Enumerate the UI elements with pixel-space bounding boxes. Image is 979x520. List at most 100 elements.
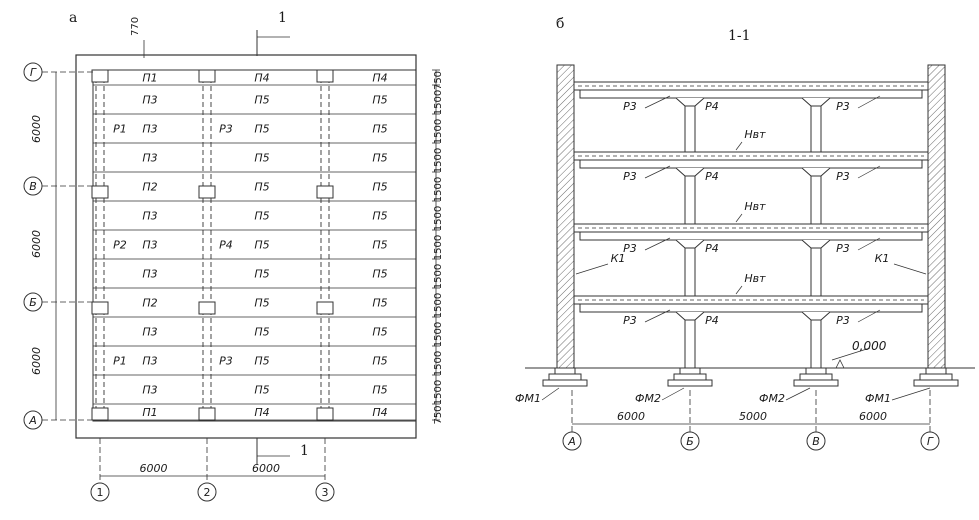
dim-770: 770 [130, 17, 141, 36]
elevation-mark: 0,000 [852, 339, 887, 353]
slab-label: П5 [372, 210, 387, 223]
dim-text: 1500 [433, 380, 444, 405]
foundation-neck [925, 367, 947, 375]
slab-label: П3 [142, 268, 157, 281]
dim-text: 6000 [30, 347, 43, 375]
foundation-base [913, 379, 959, 387]
dim-text: 1500 [433, 177, 444, 202]
slab-label: П5 [254, 355, 269, 368]
plan-dimensions: 7501500150015001500150015001500150015001… [30, 69, 444, 477]
slab-label: П3 [142, 326, 157, 339]
slab-label: П5 [254, 152, 269, 165]
foundation-step [919, 373, 953, 381]
slab-label: П3 [142, 239, 157, 252]
leader-line [857, 95, 881, 109]
hvt-label: Нвт [744, 200, 766, 213]
column-label: К1 [611, 252, 626, 265]
hvt-label: Нвт [744, 272, 766, 285]
beam-label: Р3 [219, 123, 233, 136]
beam-label: Р4 [705, 242, 719, 255]
beam-label: Р4 [705, 170, 719, 183]
slab-label: П5 [254, 181, 269, 194]
slab-label: П5 [254, 384, 269, 397]
axis-bubble [680, 431, 700, 451]
column [198, 69, 216, 83]
leader-line [891, 387, 931, 401]
column [316, 69, 334, 83]
axis-bubble [562, 431, 582, 451]
dim-text: 6000 [30, 115, 43, 143]
leader-line [857, 309, 881, 323]
axis-label: Б [29, 296, 37, 309]
slab-label: П3 [142, 210, 157, 223]
axis-label: Г [927, 435, 934, 448]
leader-line [735, 141, 743, 151]
slab-label: П5 [254, 210, 269, 223]
plan-outer-outline [75, 54, 417, 439]
leader-line [541, 387, 560, 401]
slab-grid [93, 69, 416, 421]
hvt-label: Нвт [744, 128, 766, 141]
column-label: К1 [875, 252, 890, 265]
dim-text: 1500 [433, 235, 444, 260]
slab-label: П4 [372, 72, 387, 85]
dim-text: 1500 [433, 293, 444, 318]
axis-label: 2 [204, 486, 211, 499]
column [316, 301, 334, 315]
leader-line [735, 213, 743, 223]
column [198, 407, 216, 421]
slab-label: П5 [372, 181, 387, 194]
dim-text: 6000 [859, 410, 887, 423]
beam-label: Р3 [836, 314, 850, 327]
right-wall [927, 64, 946, 376]
column [91, 301, 109, 315]
slab-label: П5 [254, 123, 269, 136]
floor-beam [579, 303, 923, 313]
dim-text: 750 [433, 405, 444, 424]
beam-label: Р3 [219, 355, 233, 368]
leader-line [735, 285, 743, 295]
slab-label: П5 [372, 326, 387, 339]
slab-label: П4 [254, 72, 269, 85]
slab-label: П5 [254, 268, 269, 281]
floor-beam [579, 89, 923, 99]
dim-text: 1500 [433, 148, 444, 173]
leader-line [785, 387, 811, 401]
slab-label: П3 [142, 152, 157, 165]
slab-label: П5 [372, 123, 387, 136]
axis-label: Б [686, 435, 694, 448]
slab-label: П1 [142, 406, 157, 419]
leader-line [644, 237, 671, 251]
dim-text: 6000 [30, 230, 43, 258]
beam-label: Р3 [623, 100, 637, 113]
column-haunch [801, 167, 831, 177]
beam-label: Р3 [623, 170, 637, 183]
slab-label: П2 [142, 297, 157, 310]
beam-label: Р4 [705, 100, 719, 113]
dim-text: 6000 [252, 462, 280, 475]
foundation-neck [805, 367, 827, 375]
column [91, 407, 109, 421]
beam-label: Р3 [836, 170, 850, 183]
dim-text: 1500 [433, 119, 444, 144]
column [198, 301, 216, 315]
axis-bubble [920, 431, 940, 451]
left-wall [556, 64, 575, 376]
column [316, 185, 334, 199]
slab-label: П5 [254, 326, 269, 339]
leader-line [644, 309, 671, 323]
leader-line [575, 263, 609, 275]
beam-label: Р2 [113, 239, 127, 252]
slab-label: П4 [254, 406, 269, 419]
slab-label: П2 [142, 181, 157, 194]
foundation-neck [554, 367, 576, 375]
frame-structure [542, 81, 959, 387]
column-haunch [801, 97, 831, 107]
beam-label: Р1 [113, 355, 127, 368]
leader-line [644, 165, 671, 179]
elevation-leader [831, 347, 871, 361]
slab-label: П3 [142, 355, 157, 368]
